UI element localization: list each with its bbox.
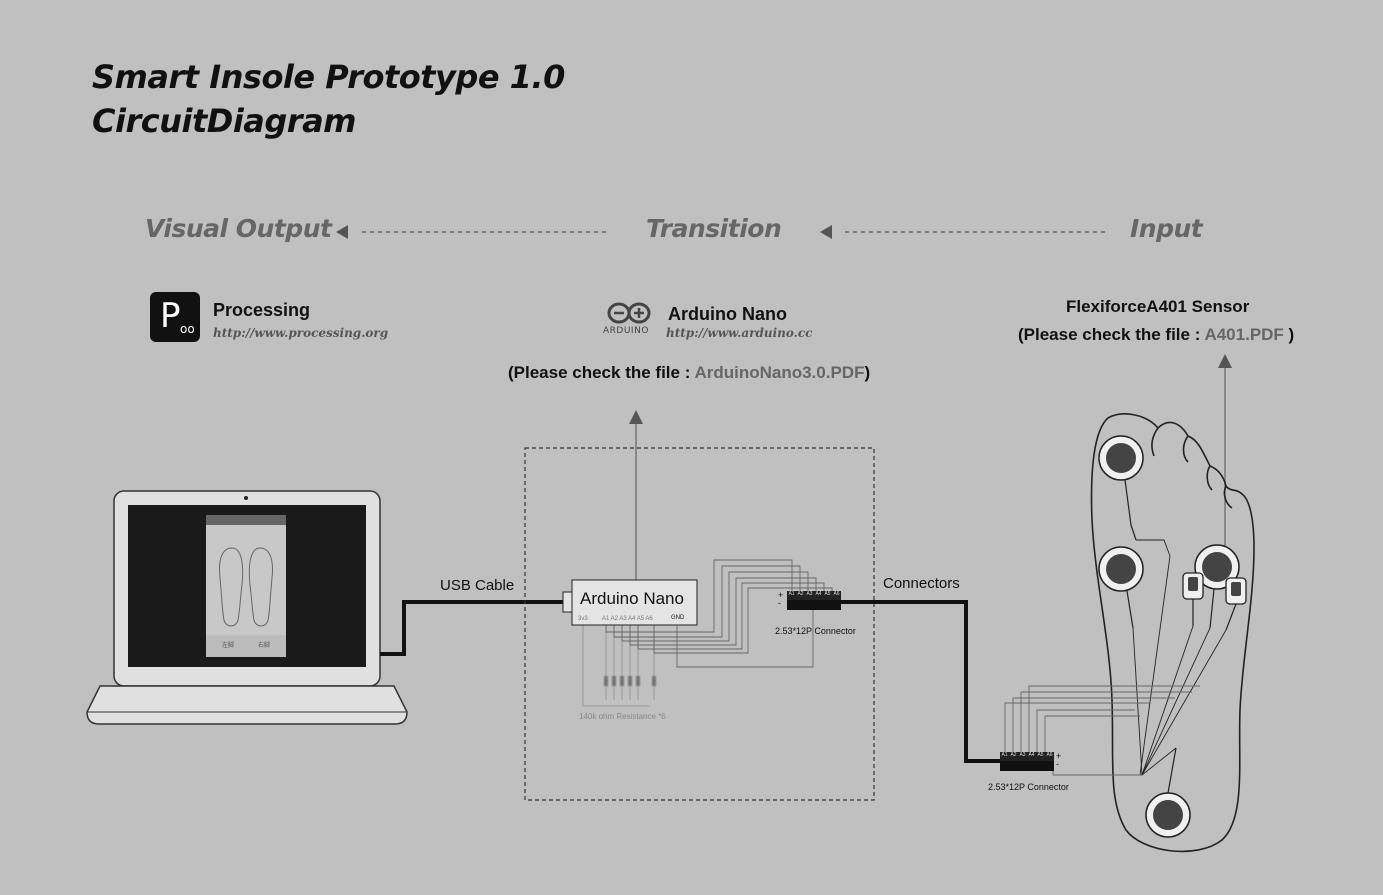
sensor-name: FlexiforceA401 Sensor <box>1066 297 1250 316</box>
arduino-logo-text: ARDUINO <box>603 326 649 336</box>
processing-url[interactable]: http://www.processing.org <box>213 326 389 340</box>
foot-connector-minus: - <box>1056 759 1059 769</box>
arduino-logo-icon: ARDUINO <box>602 300 656 340</box>
resistance-label: 140k ohm Resistance *6 <box>579 712 666 721</box>
board-connector <box>787 591 841 610</box>
diagram-title-line2: CircuitDiagram <box>92 102 357 140</box>
processing-logo-icon: P oo <box>150 292 200 342</box>
arduino-url[interactable]: http://www.arduino.cc <box>666 326 813 340</box>
board-connector-pins: A1 A2 A3 A4 A5 A6 <box>788 591 840 597</box>
stage-visual-output: Visual Output <box>145 214 332 243</box>
foot-connector-pins: A1 A2 A3 A4 A5 A6 <box>1001 752 1053 758</box>
sensor-file-link[interactable]: A401.PDF <box>1204 325 1284 344</box>
app-left-foot-button[interactable]: 左脚 <box>222 643 235 649</box>
board-connector-minus: - <box>778 598 781 608</box>
arduino-file-link[interactable]: ArduinoNano3.0.PDF <box>694 363 865 382</box>
stage-transition: Transition <box>646 214 782 243</box>
connectors-label: Connectors <box>883 575 960 592</box>
usb-cable-label: USB Cable <box>440 577 515 594</box>
sensor-file-note: (Please check the file : A401.PDF ) <box>1018 325 1295 344</box>
sensor-wires <box>1132 539 1227 776</box>
arduino-module-box <box>524 447 875 801</box>
stage-input: Input <box>1130 214 1203 243</box>
board-connector-plus: + <box>778 590 784 600</box>
foot-connector-label: 2.53*12P Connector <box>988 782 1069 792</box>
arduino-file-note: (Please check the file : ArduinoNano3.0.… <box>508 363 871 382</box>
foot-connector-plus: + <box>1056 751 1062 761</box>
arduino-board <box>571 579 698 626</box>
app-right-foot-button[interactable]: 右脚 <box>258 643 271 649</box>
foot-insole-icon <box>1090 413 1255 853</box>
diagram-title-line1: Smart Insole Prototype 1.0 <box>92 58 565 96</box>
board-connector-wires <box>605 559 833 668</box>
flow-arrow-left <box>336 225 610 239</box>
board-connector-label: 2.53*12P Connector <box>775 626 856 636</box>
usb-cable <box>380 600 563 656</box>
arduino-board-label: Arduino Nano <box>580 589 684 608</box>
processing-name: Processing <box>213 300 311 320</box>
board-gnd-pin: GND <box>671 615 685 621</box>
board-pin-3v3: 3v3 <box>578 616 588 622</box>
resistor-wires <box>582 625 657 707</box>
connectors-cable <box>841 600 1000 763</box>
arduino-name: Arduino Nano <box>668 304 787 324</box>
laptop-icon <box>86 490 408 725</box>
foot-connector <box>1000 752 1054 771</box>
force-sensors <box>1098 435 1247 838</box>
flow-arrow-right <box>820 225 1105 239</box>
board-analog-pins: A1 A2 A3 A4 A5 A6 <box>602 616 653 622</box>
